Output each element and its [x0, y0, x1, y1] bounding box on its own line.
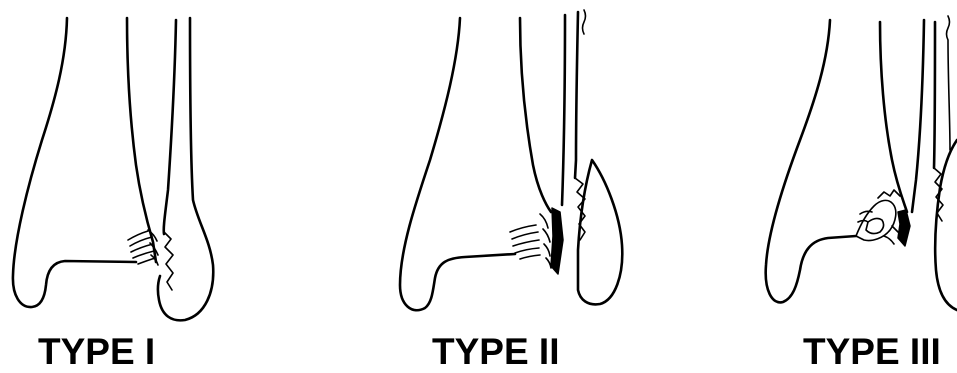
- type-iii-tibia-medial-outline: [766, 20, 856, 302]
- type-ii-label: TYPE II: [432, 333, 559, 371]
- type-iii-diagram: [766, 16, 957, 310]
- type-iii-physeal-fragment: [898, 210, 910, 246]
- type-i-label: TYPE I: [38, 333, 155, 371]
- type-iii-fibula-lateral-edge: [934, 22, 935, 168]
- type-iii-fibula-wavy-edge: [947, 16, 951, 150]
- type-i-fibula-lateral-edge: [158, 18, 213, 320]
- type-ii-fibula-wavy-edge: [583, 10, 586, 34]
- type-iii-tibia-lateral-edge: [880, 22, 907, 212]
- type-iii-epiphyseal-fragments: [856, 190, 900, 241]
- type-i-fracture-line: [164, 232, 173, 290]
- type-ii-fibula-medial-edge: [562, 15, 565, 205]
- type-i-tibia-medial-outline: [13, 18, 136, 307]
- type-i-fibula-medial-edge: [164, 20, 176, 234]
- type-ii-fibula-lateral-edge: [575, 12, 578, 178]
- type-i-tibia-lateral-edge: [127, 18, 156, 262]
- type-iii-fibula-medial-edge: [912, 20, 924, 212]
- type-i-diagram: [13, 18, 213, 320]
- type-iii-label: TYPE III: [803, 333, 941, 371]
- type-ii-fracture-hatching: [510, 214, 551, 268]
- type-ii-tibia-lateral-edge: [520, 18, 551, 212]
- type-iii-fibula-distal-fragment: [935, 140, 957, 310]
- type-ii-physeal-fragment: [551, 208, 563, 274]
- type-ii-diagram: [400, 10, 622, 310]
- type-ii-tibia-medial-outline: [400, 18, 515, 310]
- type-i-fracture-hatching: [128, 230, 158, 265]
